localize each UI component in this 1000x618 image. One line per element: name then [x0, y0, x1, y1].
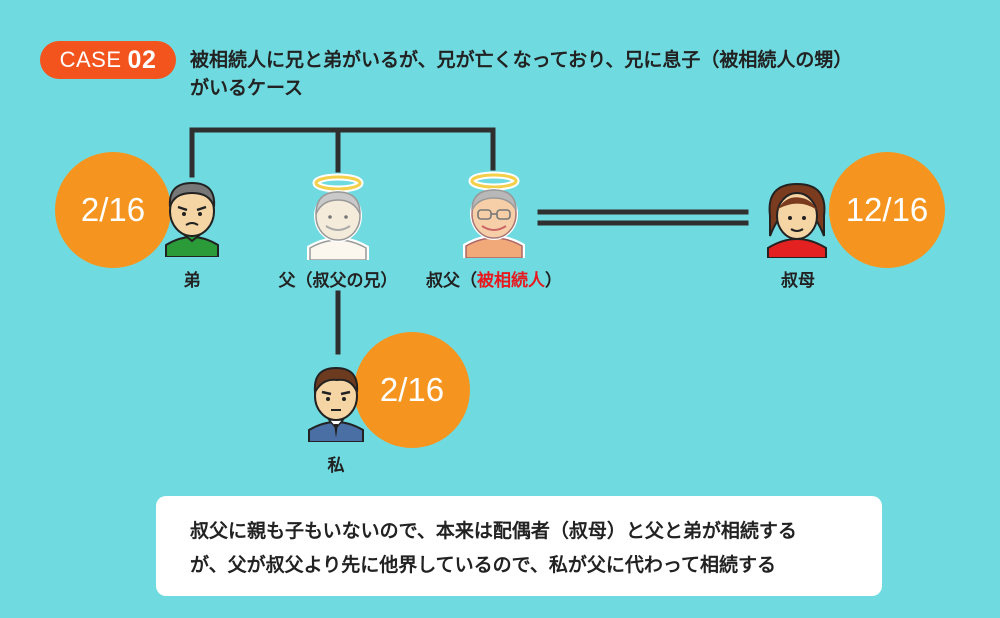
me-avatar: [308, 366, 364, 442]
uncle-label: 叔父（被相続人）: [412, 266, 576, 291]
case-badge: CASE 02: [40, 41, 176, 79]
me-share-circle: 2/16: [354, 332, 470, 448]
aunt-share-circle: 12/16: [829, 152, 945, 268]
case-heading: 被相続人に兄と弟がいるが、兄が亡くなっており、兄に息子（被相続人の甥） がいるケ…: [190, 46, 980, 102]
case-badge-prefix: CASE: [59, 47, 122, 72]
uncle-label-decedent: 被相続人: [477, 271, 545, 291]
younger-brother-label: 弟: [183, 271, 201, 291]
aunt-avatar: [767, 182, 827, 258]
uncle-label-suffix: ）: [545, 271, 562, 291]
aunt-label: 叔母: [781, 271, 815, 291]
case-badge-number: 02: [127, 45, 157, 74]
explanation-note: 叔父に親も子もいないので、本来は配偶者（叔母）と父と弟が相続する が、父が叔父よ…: [156, 496, 882, 596]
younger-brother-share-circle: 2/16: [55, 152, 171, 268]
aunt-share: 12/16: [845, 191, 929, 228]
father-avatar: [307, 173, 369, 260]
uncle-avatar: [463, 171, 525, 258]
uncle-label-prefix: 叔父（: [426, 271, 477, 291]
father-label: 父（叔父の兄）: [278, 271, 398, 291]
younger-brother-share: 2/16: [80, 191, 146, 228]
explanation-line-1: 叔父に親も子もいないので、本来は配偶者（叔母）と父と弟が相続する: [190, 520, 797, 542]
me-label: 私: [327, 456, 345, 476]
younger-brother-avatar: [165, 181, 219, 257]
explanation-line-2: が、父が叔父より先に他界しているので、私が父に代わって相続する: [190, 554, 776, 576]
case-heading-line-1: 被相続人に兄と弟がいるが、兄が亡くなっており、兄に息子（被相続人の甥）: [190, 49, 853, 71]
me-share: 2/16: [379, 371, 445, 408]
case-heading-line-2: がいるケース: [190, 77, 304, 99]
